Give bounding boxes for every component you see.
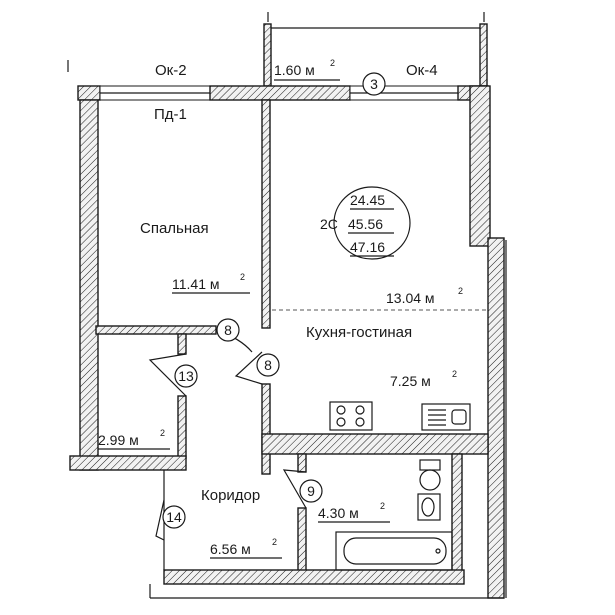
svg-text:7.25 м: 7.25 м	[390, 373, 431, 389]
svg-text:2: 2	[458, 286, 463, 296]
closet-walls	[69, 333, 187, 471]
svg-text:2: 2	[240, 272, 245, 282]
area-bathroom: 4.30 м 2	[318, 501, 390, 523]
door-mark-bathroom: 9	[299, 479, 323, 503]
svg-text:8: 8	[264, 357, 272, 373]
window-ok4-label: Ок-4	[406, 62, 438, 79]
area-corridor: 6.56 м 2	[210, 537, 282, 559]
svg-text:2: 2	[272, 537, 277, 547]
svg-text:2: 2	[160, 428, 165, 438]
svg-text:13.04 м: 13.04 м	[386, 290, 435, 306]
door-mark-entrance: 14	[162, 505, 186, 529]
summary-total-with-balcony: 47.16	[350, 239, 385, 255]
bathtub-icon	[335, 531, 453, 571]
top-wall	[77, 85, 489, 101]
svg-text:13: 13	[178, 368, 194, 384]
living-left-wall	[261, 383, 271, 475]
summary-living-area: 24.45	[350, 192, 385, 208]
summary-type: 2С	[320, 216, 338, 232]
area-closet: 2.99 м 2	[98, 428, 170, 450]
area-kitchen: 7.25 м 2	[390, 369, 457, 389]
toilet-icon	[419, 459, 441, 491]
area-living: 13.04 м 2	[386, 286, 463, 306]
area-bedroom: 11.41 м 2	[172, 272, 250, 294]
svg-text:9: 9	[307, 483, 315, 499]
kitchen-living-label: Кухня-гостиная	[306, 324, 412, 341]
right-wall	[469, 85, 507, 599]
door-mark-balcony: 3	[362, 72, 386, 96]
partition-bedroom-living	[261, 99, 271, 329]
svg-text:2.99 м: 2.99 м	[98, 432, 139, 448]
svg-text:4.30 м: 4.30 м	[318, 505, 359, 521]
bottom-wall	[163, 569, 465, 585]
stove-icon	[329, 401, 373, 431]
kitchen-sink-icon	[421, 403, 471, 431]
svg-text:8: 8	[224, 322, 232, 338]
svg-text:2: 2	[330, 58, 335, 68]
window-ok2-label: Ок-2	[155, 62, 187, 79]
left-wall	[79, 99, 99, 471]
door-mark-closet: 13	[174, 364, 198, 388]
apartment-summary: 24.45 2С 45.56 47.16	[320, 186, 411, 260]
door-swings	[148, 329, 307, 541]
svg-text:3: 3	[370, 76, 378, 92]
door-mark-kitchen: 8	[256, 353, 280, 377]
washbasin-icon	[417, 493, 441, 521]
corridor-label: Коридор	[201, 487, 260, 504]
door-mark-bedroom: 8	[216, 318, 240, 342]
bedroom-label: Спальная	[140, 220, 209, 237]
svg-text:2: 2	[380, 501, 385, 511]
svg-text:2: 2	[452, 369, 457, 379]
svg-text:1.60 м: 1.60 м	[274, 62, 315, 78]
bedroom-bottom-wall	[95, 325, 217, 335]
svg-text:14: 14	[166, 509, 182, 525]
balcony-door-label: Пд-1	[154, 106, 187, 123]
kitchen-bottom-wall	[261, 433, 489, 455]
svg-text:6.56 м: 6.56 м	[210, 541, 251, 557]
area-balcony: 1.60 м 2	[274, 58, 340, 81]
svg-text:11.41 м: 11.41 м	[172, 276, 220, 292]
summary-total-area: 45.56	[348, 216, 383, 232]
